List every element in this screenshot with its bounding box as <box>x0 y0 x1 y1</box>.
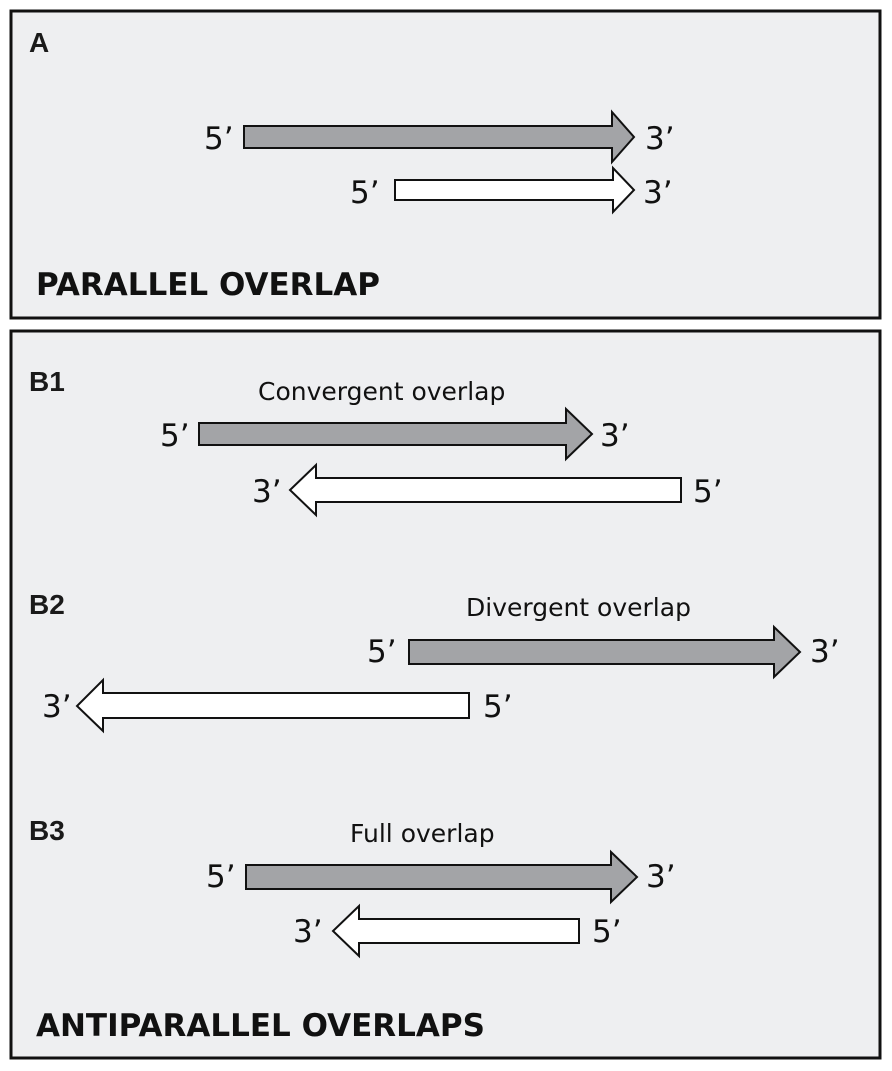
b1-white-strand-arrow <box>288 462 682 518</box>
panel-a-caption: PARALLEL OVERLAP <box>36 267 380 303</box>
b1-white-5-prime: 5’ <box>693 474 723 510</box>
b2-title: Divergent overlap <box>466 593 691 622</box>
b1-gray-5-prime: 5’ <box>160 418 190 454</box>
panel-b3-label: B3 <box>29 815 65 846</box>
a-white-3-prime: 3’ <box>643 175 673 211</box>
b2-gray-3-prime: 3’ <box>810 634 840 670</box>
b2-white-5-prime: 5’ <box>483 689 513 725</box>
b1-white-3-prime: 3’ <box>252 474 282 510</box>
a-white-strand-arrow <box>394 165 636 215</box>
panel-b: B1 Convergent overlap 5’ 3’ 3’ 5’ B2 Div… <box>9 329 882 1060</box>
b2-gray-5-prime: 5’ <box>367 634 397 670</box>
b1-gray-strand-arrow <box>198 406 594 462</box>
a-gray-3-prime: 3’ <box>645 121 675 157</box>
a-white-5-prime: 5’ <box>350 175 380 211</box>
b3-gray-5-prime: 5’ <box>206 859 236 895</box>
panel-a: A 5’ 3’ 5’ 3’ PARALLEL OVERLAP <box>9 9 882 320</box>
b2-gray-strand-arrow <box>408 624 802 680</box>
b2-white-3-prime: 3’ <box>42 689 72 725</box>
panel-b2-label: B2 <box>29 589 65 620</box>
b3-white-strand-arrow <box>331 903 580 959</box>
b3-title: Full overlap <box>350 819 495 848</box>
panel-b-caption: ANTIPARALLEL OVERLAPS <box>36 1008 485 1044</box>
b1-title: Convergent overlap <box>258 377 505 406</box>
b2-white-strand-arrow <box>75 677 470 734</box>
panel-a-frame <box>9 9 882 320</box>
a-gray-strand-arrow <box>243 109 636 165</box>
b3-white-3-prime: 3’ <box>293 914 323 950</box>
b3-white-5-prime: 5’ <box>592 914 622 950</box>
panel-a-label: A <box>29 27 49 58</box>
a-gray-5-prime: 5’ <box>204 121 234 157</box>
panel-b1-label: B1 <box>29 366 65 397</box>
b1-gray-3-prime: 3’ <box>600 418 630 454</box>
b3-gray-strand-arrow <box>245 849 639 905</box>
b3-gray-3-prime: 3’ <box>646 859 676 895</box>
